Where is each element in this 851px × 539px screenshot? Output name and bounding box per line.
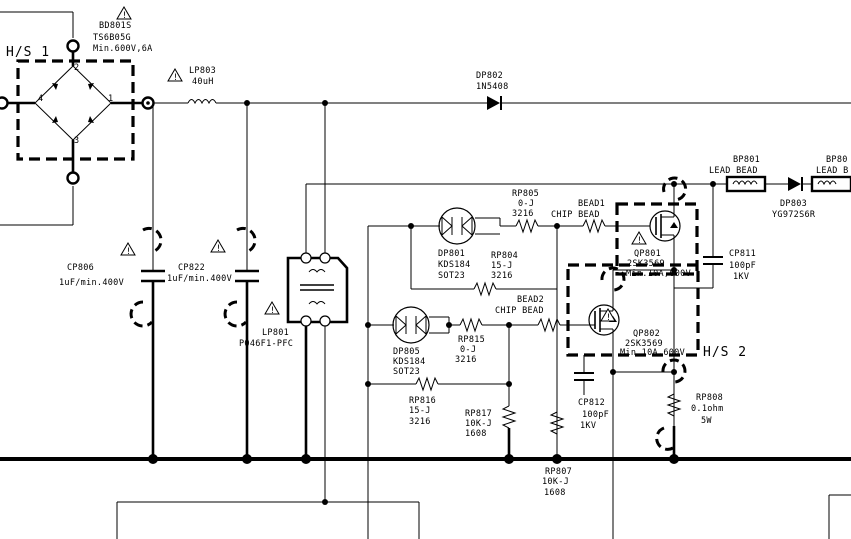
resistor-rp808 — [655, 358, 687, 459]
bottom-frames — [116, 494, 851, 539]
rp815-val: 0-J — [460, 345, 476, 355]
dp803-part: YG972S6R — [772, 210, 816, 220]
cp822-ref: CP822 — [178, 263, 205, 273]
warning-icon: ! — [600, 308, 616, 323]
pin-1-label: 1 — [108, 94, 113, 104]
choke-lp801 — [286, 103, 680, 505]
gate-network-lower — [368, 306, 590, 459]
cp812-val: 100pF — [582, 410, 609, 420]
qp801-rating: Min.10A,600V — [626, 269, 691, 279]
cp812-rating: 1KV — [580, 421, 596, 431]
dp801-part: KDS184 — [438, 260, 471, 270]
rp815-pkg: 3216 — [455, 355, 477, 365]
cp812-ref: CP812 — [578, 398, 605, 408]
rp807-ref: RP807 — [545, 467, 572, 477]
rp815-ref: RP815 — [458, 335, 485, 345]
cp822-val: 1uF/min.400V — [167, 274, 232, 284]
bead1-val: CHIP BEAD — [551, 210, 600, 220]
rp808-val: 0.1ohm — [691, 404, 724, 414]
cp811-val: 100pF — [729, 261, 756, 271]
lp801-ref: LP801 — [262, 328, 289, 338]
cp811-ref: CP811 — [729, 249, 756, 259]
bead-bp801 — [680, 175, 851, 193]
cp806-val: 1uF/min.400V — [59, 278, 124, 288]
hv-line — [154, 96, 851, 110]
rp807-val: 10K-J — [542, 477, 569, 487]
bridge-rectifier-bd801s: 2 4 1 3 — [0, 39, 155, 185]
hs1-label: H/S 1 — [6, 45, 50, 60]
pin-2-label: 2 — [74, 63, 79, 73]
bp80x-ref: BP80 — [826, 155, 848, 165]
bp80x-val: LEAD B — [816, 166, 849, 176]
bd801-part: TS6B05G — [93, 33, 131, 43]
dp803-ref: DP803 — [780, 199, 807, 209]
rp804-val: 15-J — [491, 261, 513, 271]
rp804-pkg: 3216 — [491, 271, 513, 281]
dp805-ref: DP805 — [393, 347, 420, 357]
capacitor-cp822 — [223, 103, 259, 459]
bead2-ref: BEAD2 — [517, 295, 544, 305]
bp801-ref: BP801 — [733, 155, 760, 165]
rp817-ref: RP817 — [465, 409, 492, 419]
rp816-val: 15-J — [409, 406, 431, 416]
dp805-part: KDS184 — [393, 357, 426, 367]
qp802-ref: QP802 — [633, 329, 660, 339]
dp802-ref: DP802 — [476, 71, 503, 81]
cp811-rating: 1KV — [733, 272, 749, 282]
dp805-pkg: SOT23 — [393, 367, 420, 377]
left-frame — [0, 11, 74, 226]
rp808-ref: RP808 — [696, 393, 723, 403]
rp807-pkg: 1608 — [544, 488, 566, 498]
bd801-rating: Min.600V,6A — [93, 44, 153, 54]
rp817-val: 10K-J — [465, 419, 492, 429]
svg-text:!: ! — [122, 11, 127, 21]
qp802-part: 2SK3569 — [625, 339, 663, 349]
rp816-pkg: 3216 — [409, 417, 431, 427]
lp803-val: 40uH — [192, 77, 214, 87]
dp801-ref: DP801 — [438, 249, 465, 259]
svg-text:!: ! — [126, 247, 131, 257]
rp816-ref: RP816 — [409, 396, 436, 406]
mosfet-qp801 — [615, 176, 699, 459]
svg-text:!: ! — [173, 73, 178, 83]
svg-text:!: ! — [606, 313, 611, 323]
svg-text:!: ! — [637, 236, 642, 246]
rp804-ref: RP804 — [491, 251, 518, 261]
qp801-ref: QP801 — [634, 249, 661, 259]
pin-3-label: 3 — [74, 136, 79, 146]
warning-icon: ! — [631, 231, 647, 246]
warning-icon: ! — [210, 239, 226, 254]
warning-icon: ! — [116, 6, 132, 21]
cp806-ref: CP806 — [67, 263, 94, 273]
bead2-val: CHIP BEAD — [495, 306, 544, 316]
dp802-part: 1N5408 — [476, 82, 509, 92]
rp805-val: 0-J — [518, 199, 534, 209]
bp801-val: LEAD BEAD — [709, 166, 758, 176]
bd801-ref: BD801S — [99, 21, 132, 31]
warning-icon: ! — [264, 301, 280, 316]
rp817-pkg: 1608 — [465, 429, 487, 439]
svg-text:!: ! — [216, 244, 221, 254]
warning-icon: ! — [120, 242, 136, 257]
lp801-part: PO46F1-PFC — [239, 339, 293, 349]
rp808-rating: 5W — [701, 416, 712, 426]
hs2-label: H/S 2 — [703, 345, 747, 360]
warning-icon: ! — [167, 68, 183, 83]
capacitor-cp806 — [129, 103, 165, 459]
gate-network-upper — [365, 207, 650, 539]
bead1-ref: BEAD1 — [578, 199, 605, 209]
rp805-pkg: 3216 — [512, 209, 534, 219]
qp802-rating: Min.10A,600V — [620, 348, 685, 358]
capacitor-cp811 — [674, 181, 723, 289]
rp805-ref: RP805 — [512, 189, 539, 199]
dp801-pkg: SOT23 — [438, 271, 465, 281]
lp803-ref: LP803 — [189, 66, 216, 76]
svg-text:!: ! — [270, 306, 275, 316]
pin-4-label: 4 — [38, 94, 43, 104]
